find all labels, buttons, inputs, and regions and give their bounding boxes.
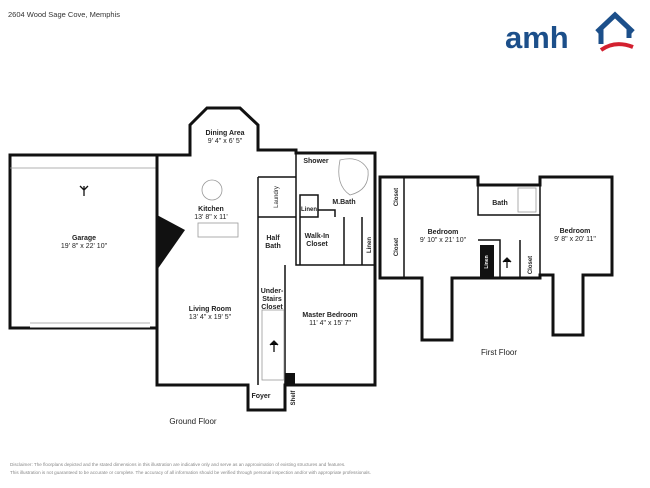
room-dims-living: 13' 4" x 19' 5" — [189, 314, 232, 321]
room-label-dining: Dining Area — [205, 130, 244, 137]
tub-icon-2 — [517, 187, 537, 213]
room-dims-bedroom-1: 9' 10" x 21' 10" — [420, 237, 467, 244]
room-dims-master: 11' 4" x 15' 7" — [309, 320, 351, 327]
label-walkin-closet: Closet — [306, 241, 328, 248]
label-closet-b: Closet — [394, 238, 400, 256]
tub-icon — [338, 158, 369, 196]
logo-text: amh — [505, 20, 569, 54]
first-floor-title: First Floor — [481, 348, 517, 357]
label-bath-upper: Bath — [492, 200, 508, 207]
ground-floor-title: Ground Floor — [169, 417, 216, 426]
label-stairs: Stairs — [262, 296, 282, 303]
fireplace — [157, 215, 185, 270]
room-dims-dining: 9' 4" x 6' 5" — [208, 138, 243, 145]
room-label-master: Master Bedroom — [302, 312, 357, 319]
room-dims-garage: 19' 8" x 22' 10" — [61, 243, 108, 250]
disclaimer-line-2: This illustration is not guaranteed to b… — [10, 470, 371, 475]
label-foyer: Foyer — [251, 393, 270, 400]
room-dims-kitchen: 13' 8" x 11' — [194, 214, 227, 221]
amh-logo: amh — [505, 11, 635, 54]
floorplan-drawing: Garage 19' 8" x 22' 10" Dining Area 9' 4… — [8, 106, 614, 426]
swoosh-icon — [599, 42, 634, 52]
label-linen-2: Linen — [367, 237, 373, 253]
label-bath: Bath — [265, 243, 281, 250]
label-under: Under- — [261, 288, 284, 295]
label-shelf: Shelf — [291, 390, 297, 406]
label-linen: Linen — [301, 207, 317, 213]
stairs-arrow-icon-2 — [502, 257, 512, 268]
room-label-bedroom-1: Bedroom — [428, 229, 459, 236]
label-shower: Shower — [303, 158, 329, 165]
label-walkin: Walk-In — [305, 233, 330, 240]
table-icon — [201, 179, 223, 201]
room-label-living: Living Room — [189, 306, 231, 313]
label-understairs-closet: Closet — [261, 304, 283, 311]
shelf-block — [285, 373, 295, 385]
linen-closet-block — [480, 245, 494, 278]
label-linen-upper: Linen — [484, 255, 490, 268]
room-label-bedroom-2: Bedroom — [560, 228, 591, 235]
kitchen-counter — [197, 222, 239, 238]
disclaimer-line-1: Disclaimer: The floorplans depicted and … — [10, 462, 346, 467]
label-closet-c: Closet — [528, 256, 534, 274]
label-laundry: Laundry — [274, 186, 280, 208]
room-label-kitchen: Kitchen — [198, 206, 224, 213]
room-label-garage: Garage — [72, 235, 96, 242]
stairs-arrow-icon — [269, 340, 279, 352]
label-closet-a: Closet — [394, 188, 400, 206]
ground-floor-walls — [155, 106, 377, 412]
property-address: 2604 Wood Sage Cove, Memphis — [8, 10, 121, 19]
room-dims-bedroom-2: 9' 8" x 20' 11" — [554, 236, 596, 243]
house-roof-icon — [595, 11, 635, 44]
label-half: Half — [266, 235, 280, 242]
label-mbath: M.Bath — [332, 199, 355, 206]
first-floor-walls — [378, 175, 614, 342]
entry-arrow-icon — [79, 185, 89, 196]
